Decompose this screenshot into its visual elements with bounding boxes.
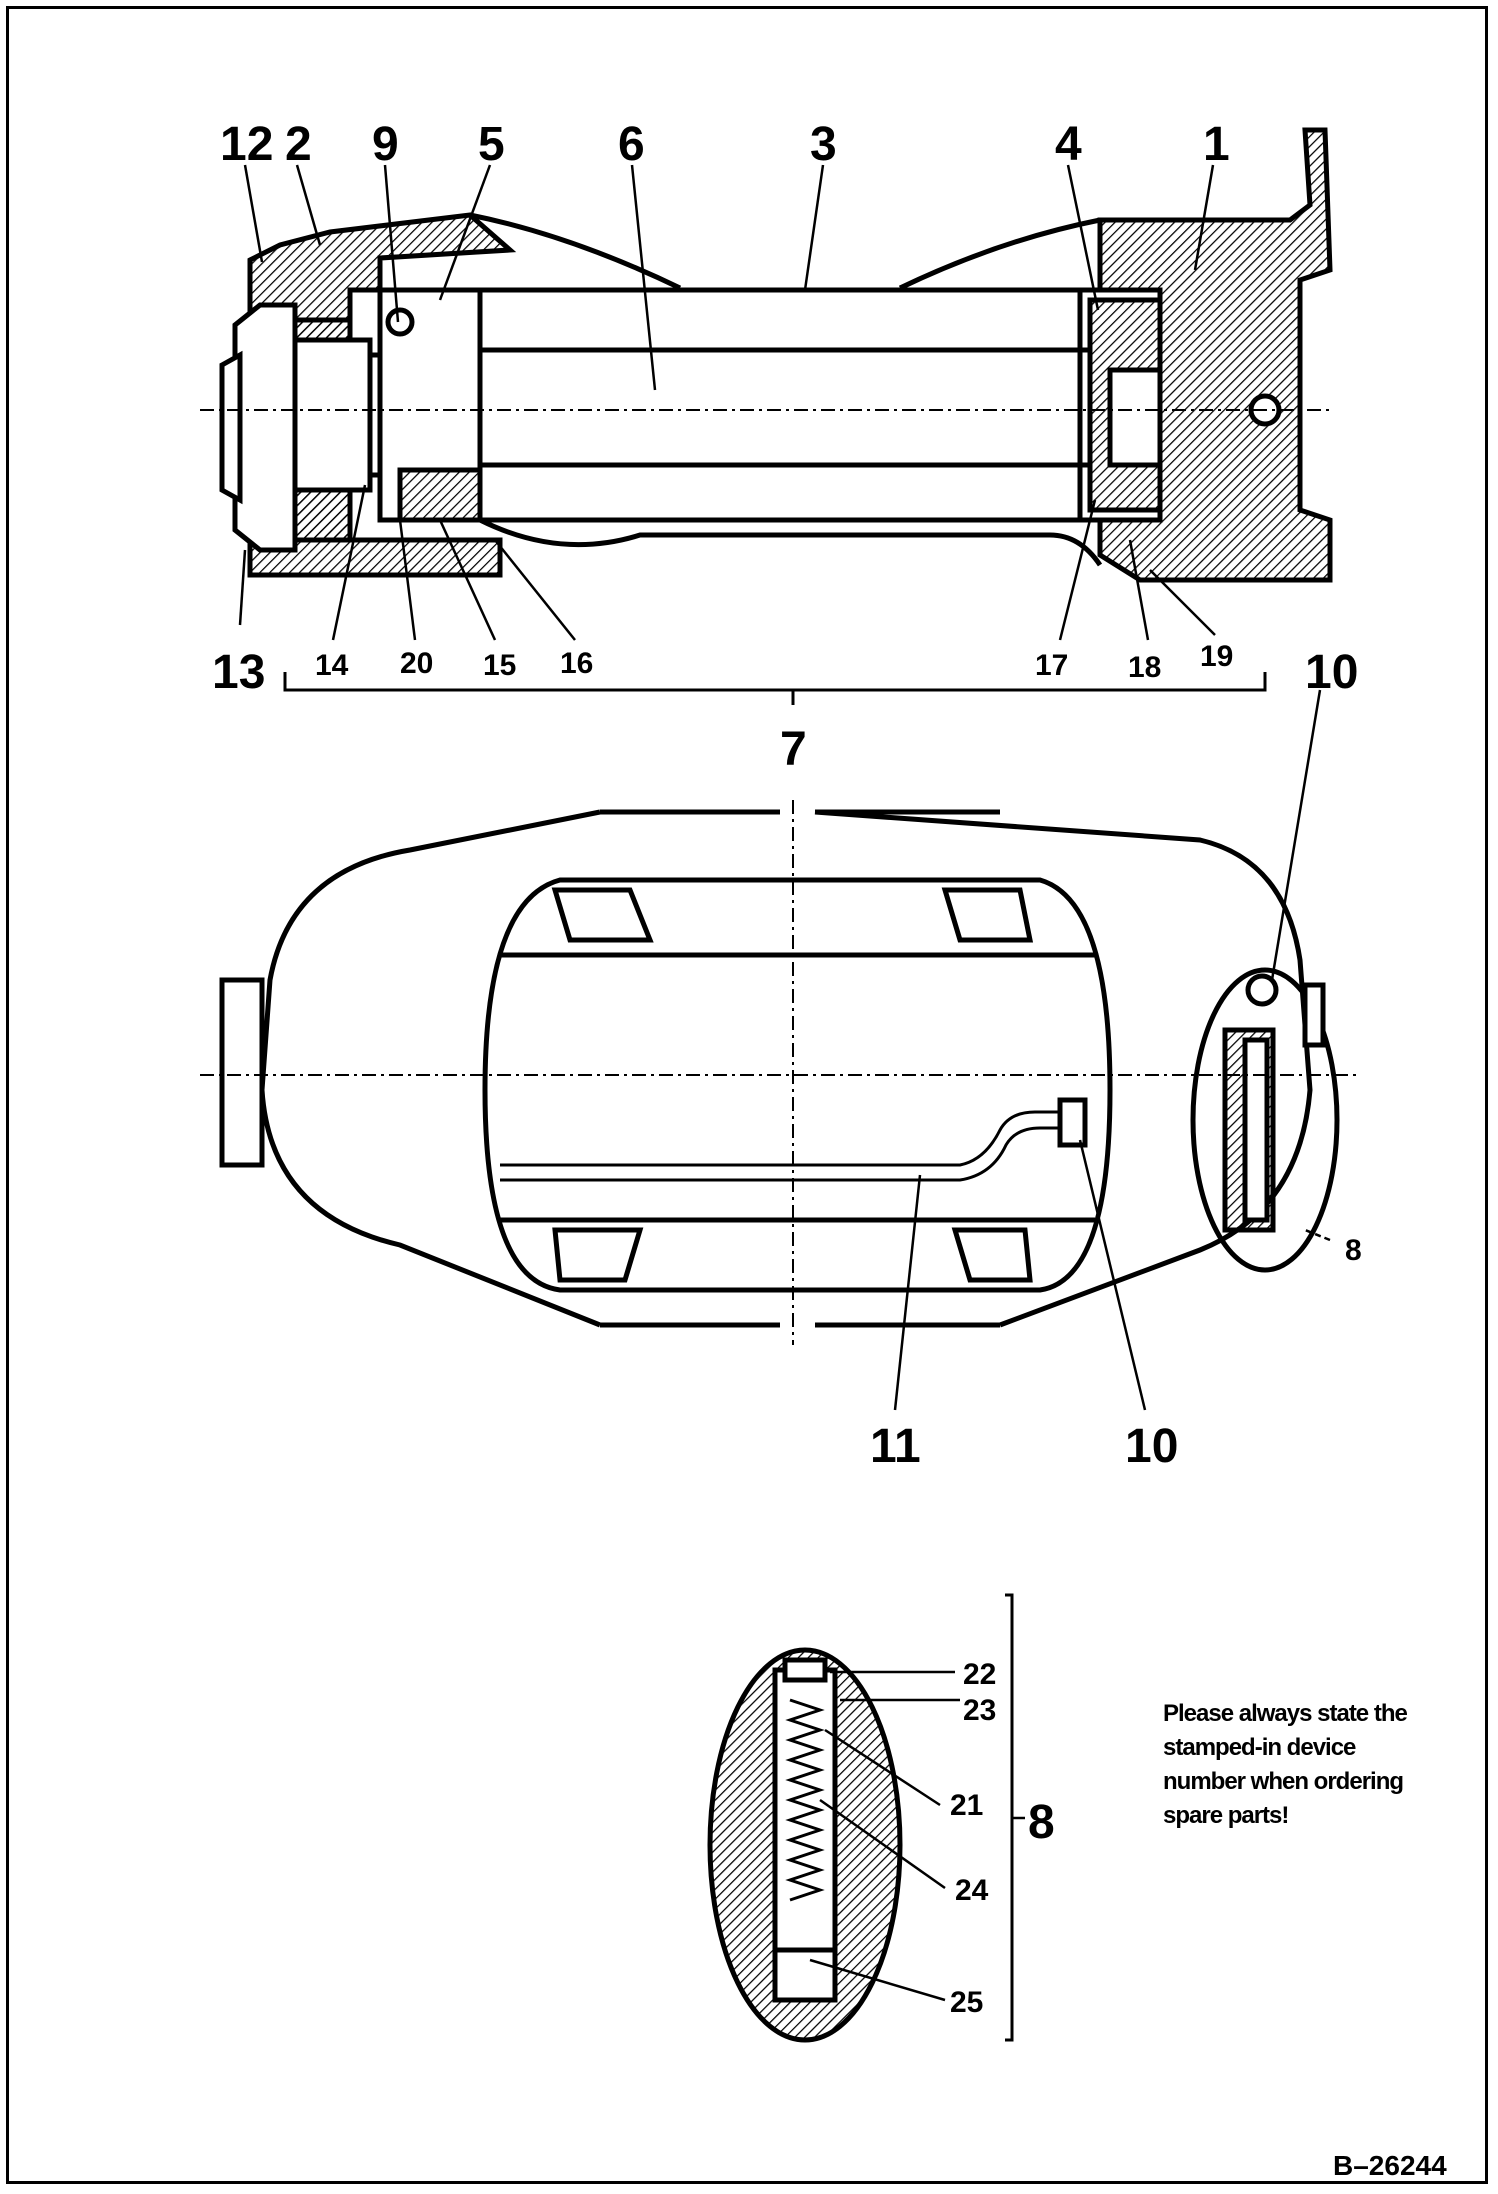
label-3: 3 [810, 118, 837, 171]
label-18: 18 [1128, 651, 1161, 684]
label-20: 20 [400, 647, 433, 680]
part-labels: 12 2 9 5 6 3 4 1 13 14 20 15 16 17 18 19… [212, 118, 1362, 2019]
label-23: 23 [963, 1694, 996, 1727]
label-8-callout: 8 [1345, 1234, 1362, 1267]
label-2: 2 [285, 118, 312, 171]
label-16: 16 [560, 647, 593, 680]
label-12: 12 [220, 118, 273, 171]
label-24: 24 [955, 1874, 989, 1907]
label-6: 6 [618, 118, 645, 171]
drawing-frame [6, 6, 1488, 2184]
label-14: 14 [315, 649, 349, 682]
ordering-note: Please always state the stamped-in devic… [1163, 1700, 1408, 1829]
leader-lines-middle [893, 689, 1331, 1411]
document-id: B–26244 [1333, 2150, 1447, 2181]
label-22: 22 [963, 1658, 996, 1691]
label-17: 17 [1035, 649, 1068, 682]
label-21: 21 [950, 1789, 983, 1822]
label-25: 25 [950, 1986, 983, 2019]
label-11: 11 [870, 1420, 921, 1473]
label-5: 5 [478, 118, 505, 171]
label-4: 4 [1055, 118, 1082, 171]
label-9: 9 [372, 118, 399, 171]
label-15: 15 [483, 649, 516, 682]
label-7: 7 [780, 723, 807, 776]
label-1: 1 [1203, 118, 1230, 171]
assembly-bracket [283, 672, 1267, 705]
label-19: 19 [1200, 640, 1233, 673]
label-13: 13 [212, 646, 265, 699]
label-10-top: 10 [1305, 646, 1358, 699]
section-view [200, 127, 1333, 583]
leader-lines-bottom [809, 1670, 1025, 2002]
leader-lines-top [238, 164, 1216, 641]
label-10-bottom: 10 [1125, 1420, 1178, 1473]
plan-view [200, 800, 1360, 1345]
label-8-detail: 8 [1028, 1796, 1055, 1849]
